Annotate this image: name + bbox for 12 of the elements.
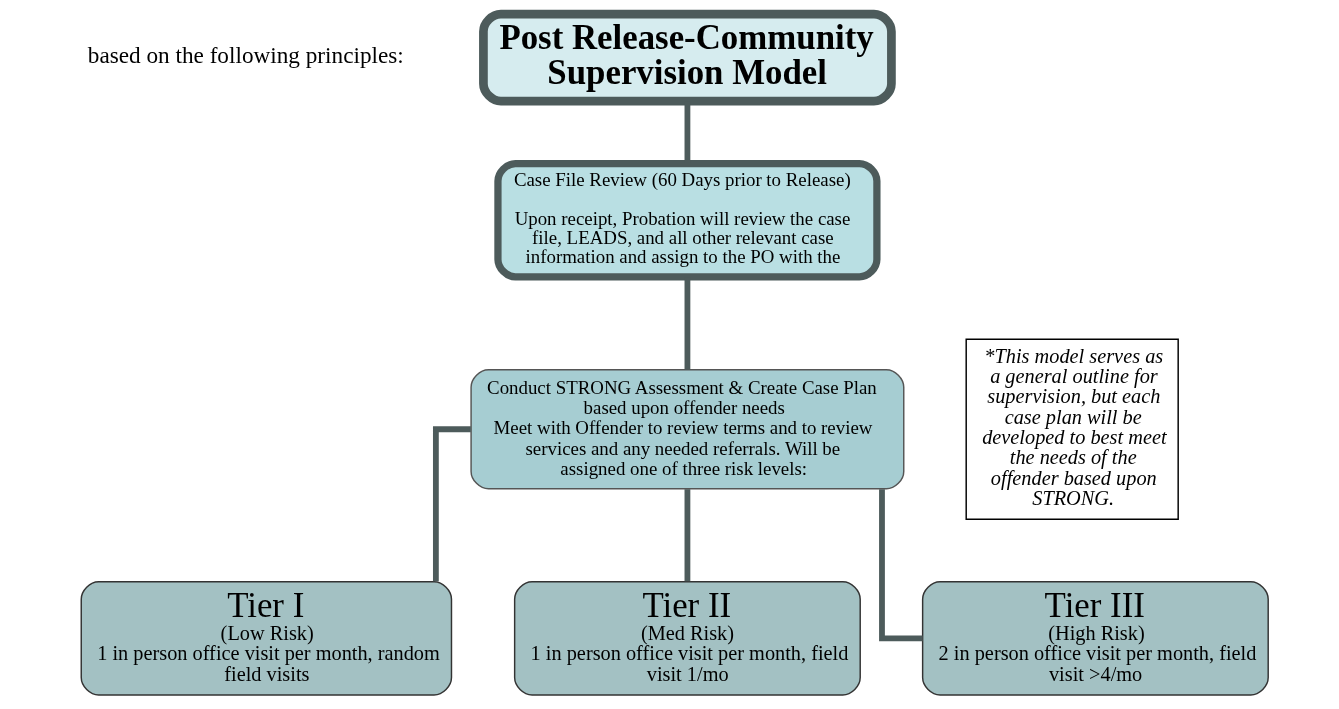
connector bbox=[684, 489, 690, 582]
node-box: Tier I (Low Risk) 1 in person office visit per month, random field visits bbox=[80, 581, 452, 696]
label: based on the following principles: bbox=[87, 42, 404, 69]
node-box: Tier III (High Risk) 2 in person office visit per month, field visit >4/mo bbox=[921, 581, 1269, 696]
node-box: Tier II (Med Risk) 1 in person office visit per month, field visit 1/mo bbox=[513, 581, 861, 696]
node-box: Conduct STRONG Assessment & Create Case Plan based upon offender needs Meet with Offender to review terms and to review services and any needed referrals. Will be assigned one of three risk levels: bbox=[469, 369, 904, 490]
node-box: Post Release-Community Supervision Model bbox=[478, 9, 896, 106]
node-box: *This model serves as a general outline for supervision, but each case plan will be developed to best meet the needs of the offender based upon STRONG. bbox=[964, 338, 1179, 520]
connector bbox=[878, 489, 923, 642]
connector bbox=[432, 426, 471, 582]
node-box: Case File Review (60 Days prior to Release) Upon receipt, Probation will review the case file, LEADS, and all other relevant case information and assign to the PO with the bbox=[493, 159, 881, 281]
connector bbox=[684, 277, 690, 370]
